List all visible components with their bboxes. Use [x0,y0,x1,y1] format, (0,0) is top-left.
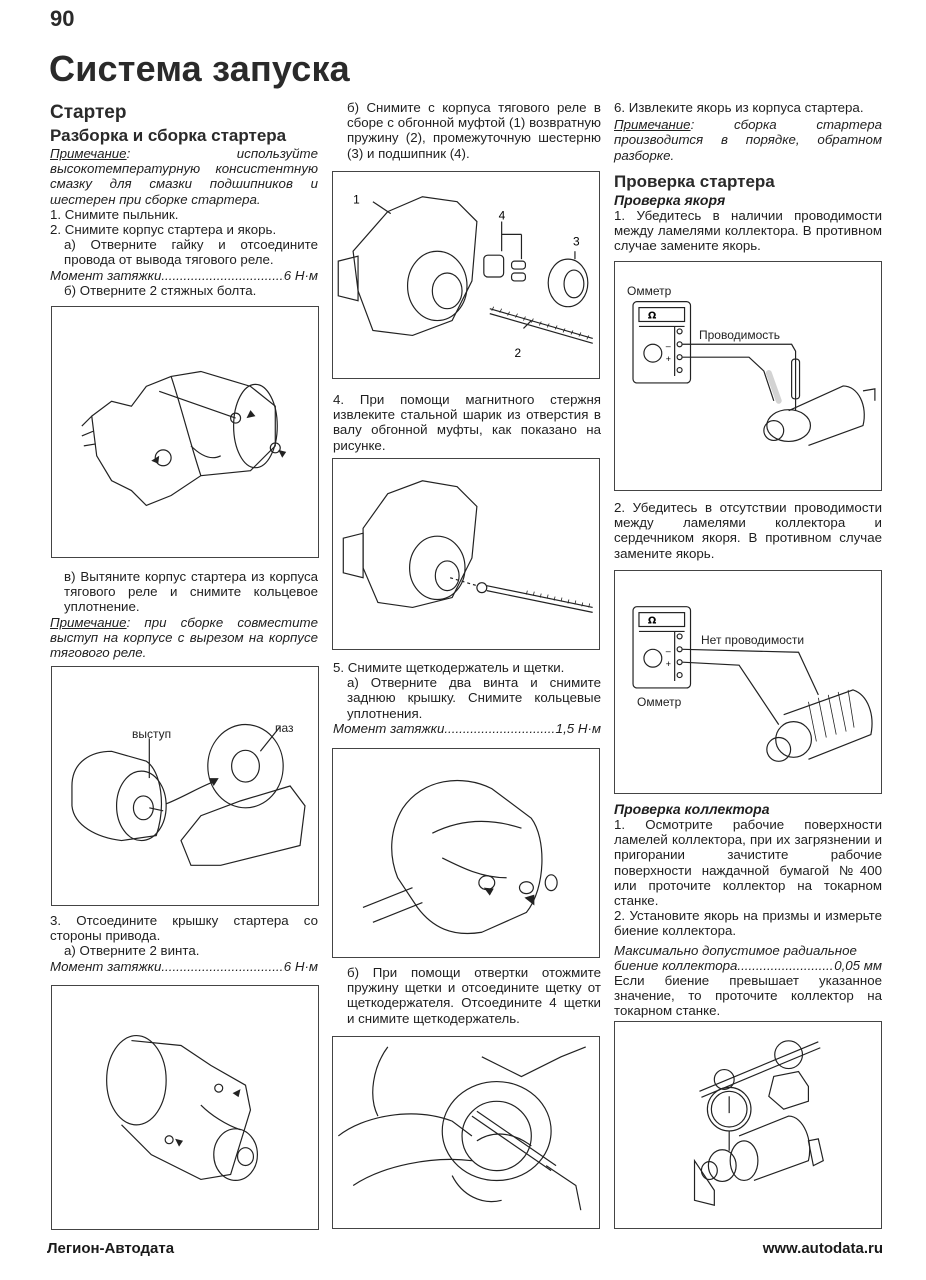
step-5: 5. Снимите щеткодержатель и щетки. [333,660,565,675]
note-reassembly: Примечание: сборка стартера производится… [614,117,882,163]
note-alignment: Примечание: при сборке совместите выступ… [50,614,318,661]
column-3-top: 6. Извлеките якорь из корпуса стартера. … [614,100,882,253]
ohmmeter-no-continuity-illustration: Ω – + [632,606,873,762]
ohmmeter-body [632,301,692,384]
footer-website[interactable]: www.autodata.ru [762,1240,883,1257]
commutator-note: Если биение превышает указанное значение… [614,973,882,1019]
magnetic-rod-illustration [342,480,593,613]
column-2-step5b: б) При помощи отвертки отожмите пружину … [333,965,601,1026]
subsection-title-disassembly: Разборка и сборка стартера [50,126,287,145]
svg-text:+: + [666,659,671,669]
section-title-starter: Стартер [50,102,127,123]
label-protrusion: выступ [132,727,172,741]
step-2: 2. Снимите корпус стартера и якорь. [50,222,277,238]
torque-spec-1: Момент затяжки6 Н·м [50,268,318,283]
label-continuity: Проводимость [699,328,780,342]
figure-brush-holder [332,1036,600,1229]
page-number: 90 [50,6,75,31]
figure-clutch-exploded: 1 2 3 4 [332,171,600,379]
step-3: 3. Отсоедините крышку стартера со сторон… [50,913,318,944]
step-2a: а) Отверните гайку и отсоедините провода… [64,237,318,268]
column-2-top: б) Снимите с корпуса тягового реле в сбо… [333,100,601,161]
step-5b: б) При помощи отвертки отожмите пружину … [347,965,601,1026]
figure-rear-cover [332,748,600,958]
figure-magnetic-rod [332,458,600,650]
armature-step-2: 2. Убедитесь в отсутствии проводимости м… [614,500,882,561]
housing-alignment-illustration [71,723,306,866]
step-1: 1. Снимите пыльник. [50,206,179,222]
label-ohmmeter: Омметр [627,284,672,298]
step-2b-continued: б) Снимите с корпуса тягового реле в сбо… [347,100,601,161]
starter-illustration [81,370,287,507]
column-3-commutator: Проверка коллектора 1. Осмотрите рабочие… [614,801,882,1019]
note-grease: Примечание: используйте высокотемператур… [50,146,318,207]
figure-continuity-test: Ω – + Омметр Проводимость [614,261,882,491]
figure-no-continuity-test: Ω – + Нет проводимости Омметр [614,570,882,794]
brush-holder-illustration [337,1046,586,1211]
drive-end-illustration [106,1034,258,1181]
torque-spec-3: Момент затяжки1,5 Н·м [333,721,601,736]
callout-4: 4 [499,209,506,223]
step-3a: а) Отверните 2 винта. [64,943,200,959]
callout-2: 2 [515,346,522,360]
svg-text:–: – [666,341,671,351]
torque-spec-2: Момент затяжки6 Н·м [50,959,318,974]
figure-protrusion-groove: выступ паз [51,666,319,906]
runout-spec: биение коллектора0,05 мм [614,958,882,973]
runout-spec-label: Максимально допустимое радиальное [614,942,857,958]
svg-text:+: + [666,354,671,364]
step-4: 4. При помощи магнитного стержня извлеки… [333,392,601,453]
step-6: 6. Извлеките якорь из корпуса стартера. [614,100,864,115]
column-2-step5: 5. Снимите щеткодержатель и щетки. а) От… [333,660,601,736]
figure-runout-measurement [614,1021,882,1229]
column-3-step2: 2. Убедитесь в отсутствии проводимости м… [614,500,882,561]
subsection-armature-check: Проверка якоря [614,191,726,208]
callout-1: 1 [353,193,360,207]
label-no-continuity: Нет проводимости [701,633,805,647]
column-1-mid: в) Вытяните корпус стартера из корпуса т… [50,569,318,660]
dial-indicator-illustration [693,1040,824,1206]
step-5a: а) Отверните два винта и снимите заднюю … [347,675,601,721]
column-1: Стартер Разборка и сборка стартера Приме… [50,102,318,298]
footer-publisher: Легион-Автодата [47,1240,175,1257]
commutator-step-2: 2. Установите якорь на призмы и измерьте… [614,908,882,939]
page-title: Система запуска [49,48,350,89]
svg-text:–: – [666,646,671,656]
section-title-inspection: Проверка стартера [614,171,775,191]
column-2-step4: 4. При помощи магнитного стержня извлеки… [333,392,601,453]
step-2v: в) Вытяните корпус стартера из корпуса т… [64,569,318,615]
rear-cover-illustration [362,779,558,934]
ohmmeter-body [632,606,692,689]
subsection-commutator-check: Проверка коллектора [614,801,770,817]
figure-drive-end-cover [51,985,319,1230]
label-ohmmeter-2: Омметр [637,695,682,709]
step-2b: б) Отверните 2 стяжных болта. [64,282,257,298]
callout-3: 3 [573,234,580,248]
clutch-parts-illustration: 1 2 3 4 [337,193,593,360]
figure-starter-tie-bolts [51,306,319,558]
ohmmeter-continuity-illustration: Ω – + [632,301,876,446]
column-1-lower: 3. Отсоедините крышку стартера со сторон… [50,913,318,974]
armature-step-1: 1. Убедитесь в наличии проводимости межд… [614,207,882,254]
ohm-symbol-icon: Ω [648,311,657,322]
commutator-step-1: 1. Осмотрите рабочие поверхности ламелей… [614,817,882,909]
ohm-symbol-icon: Ω [648,616,657,627]
label-groove: паз [275,721,294,735]
